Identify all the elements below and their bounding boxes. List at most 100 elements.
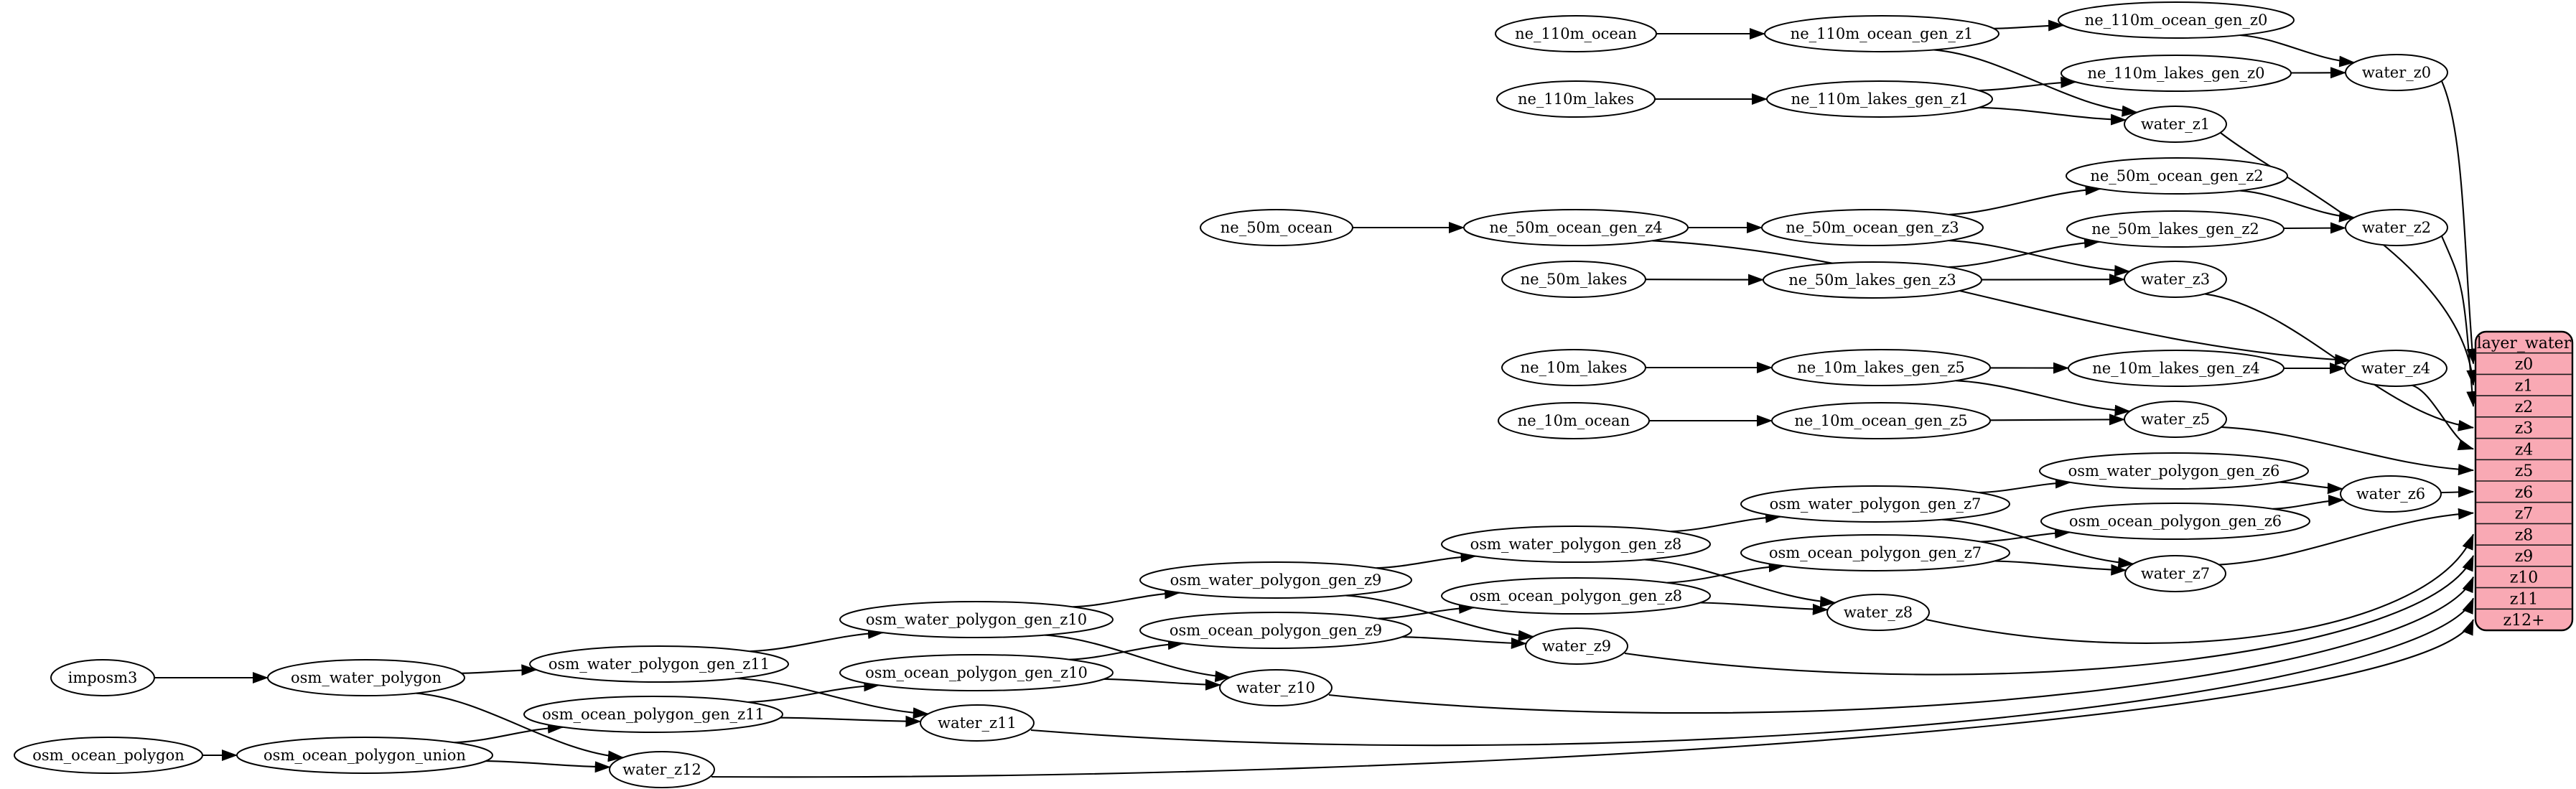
node-shape bbox=[1200, 209, 1353, 246]
edge-osm_ocean_polygon_gen_z9-to-osm_ocean_polygon_gen_z8 bbox=[1378, 602, 1475, 620]
node-shape bbox=[1495, 15, 1657, 52]
node-shape bbox=[236, 737, 493, 774]
edge-ne_110m_lakes_gen_z1-to-water_z1 bbox=[1979, 106, 2127, 126]
node-ne_50m_ocean_gen_z2: ne_50m_ocean_gen_z2 bbox=[2066, 157, 2288, 195]
node-label: osm_water_polygon bbox=[291, 669, 442, 686]
node-label: osm_water_polygon_gen_z7 bbox=[1770, 495, 1982, 513]
edge-water_z4-to-layer_water-z4 bbox=[2412, 384, 2474, 451]
node-osm_ocean_polygon_gen_z10: osm_ocean_polygon_gen_z10 bbox=[839, 654, 1114, 691]
node-osm_ocean_polygon_gen_z9: osm_ocean_polygon_gen_z9 bbox=[1139, 612, 1412, 649]
node-water_z3: water_z3 bbox=[2124, 261, 2227, 298]
node-label: water_z10 bbox=[1236, 679, 1315, 696]
edge-osm_water_polygon_gen_z7-to-water_z7 bbox=[1942, 518, 2134, 569]
node-label: water_z3 bbox=[2141, 271, 2210, 288]
node-shape bbox=[2068, 350, 2285, 387]
node-shape bbox=[1441, 577, 1711, 615]
node-ne_10m_lakes: ne_10m_lakes bbox=[1501, 349, 1646, 386]
edge-osm_water_polygon_gen_z10-to-osm_water_polygon_gen_z9 bbox=[1073, 587, 1181, 608]
node-ne_50m_ocean: ne_50m_ocean bbox=[1200, 209, 1353, 246]
node-shape bbox=[609, 751, 715, 788]
node-label: osm_water_polygon_gen_z9 bbox=[1170, 571, 1382, 589]
node-shape bbox=[1463, 209, 1689, 246]
node-label: water_z8 bbox=[1844, 604, 1913, 621]
edge-ne_50m_ocean_gen_z2-to-water_z2 bbox=[2239, 190, 2355, 223]
node-label: water_z1 bbox=[2141, 116, 2210, 133]
node-label: osm_ocean_polygon_union bbox=[263, 747, 466, 764]
node-shape bbox=[2039, 452, 2309, 490]
nodes-layer: ne_110m_oceanne_110m_lakesne_110m_ocean_… bbox=[14, 1, 2448, 788]
edge-ne_50m_ocean_gen_z3-to-ne_50m_ocean_gen_z2 bbox=[1949, 184, 2101, 215]
node-osm_water_polygon_gen_z9: osm_water_polygon_gen_z9 bbox=[1139, 561, 1412, 599]
node-shape bbox=[523, 696, 783, 733]
node-osm_water_polygon_gen_z10: osm_water_polygon_gen_z10 bbox=[839, 601, 1114, 638]
node-ne_50m_lakes_gen_z2: ne_50m_lakes_gen_z2 bbox=[2066, 210, 2285, 248]
node-shape bbox=[2124, 261, 2227, 298]
node-water_z2: water_z2 bbox=[2345, 209, 2448, 246]
table-cell-z8: z8 bbox=[2515, 526, 2534, 544]
table-cell-z3: z3 bbox=[2515, 420, 2534, 438]
node-water_z11: water_z11 bbox=[920, 704, 1035, 742]
node-osm_ocean_polygon_gen_z7: osm_ocean_polygon_gen_z7 bbox=[1740, 534, 2010, 571]
edge-osm_ocean_polygon_gen_z7-to-osm_ocean_polygon_gen_z6 bbox=[1980, 527, 2071, 543]
table-cell-z7: z7 bbox=[2515, 505, 2534, 523]
edge-water_z3-to-layer_water-z3 bbox=[2204, 293, 2474, 431]
node-shape bbox=[1496, 80, 1656, 118]
node-label: water_z11 bbox=[938, 714, 1017, 732]
node-imposm3: imposm3 bbox=[50, 659, 155, 696]
node-shape bbox=[1219, 669, 1333, 706]
node-shape bbox=[50, 659, 155, 696]
node-label: water_z0 bbox=[2362, 64, 2431, 81]
node-ne_10m_ocean_gen_z5: ne_10m_ocean_gen_z5 bbox=[1771, 402, 1991, 439]
node-water_z9: water_z9 bbox=[1525, 627, 1628, 665]
node-label: osm_ocean_polygon bbox=[32, 747, 185, 764]
node-osm_water_polygon_gen_z7: osm_water_polygon_gen_z7 bbox=[1740, 485, 2010, 523]
node-label: water_z4 bbox=[2361, 360, 2430, 377]
node-osm_ocean_polygon_gen_z8: osm_ocean_polygon_gen_z8 bbox=[1441, 577, 1711, 615]
node-water_z8: water_z8 bbox=[1826, 594, 1930, 631]
node-shape bbox=[1498, 402, 1650, 439]
edge-osm_ocean_polygon_gen_z9-to-water_z9 bbox=[1401, 636, 1527, 649]
node-label: osm_ocean_polygon_gen_z11 bbox=[542, 706, 765, 723]
node-shape bbox=[1501, 349, 1646, 386]
node-label: ne_110m_ocean_gen_z1 bbox=[1791, 25, 1974, 42]
node-ne_50m_lakes_gen_z3: ne_50m_lakes_gen_z3 bbox=[1763, 261, 1982, 299]
table-cell-z5: z5 bbox=[2515, 462, 2534, 480]
node-shape bbox=[2344, 350, 2447, 387]
edge-osm_ocean_polygon_gen_z11-to-osm_ocean_polygon_gen_z10 bbox=[747, 680, 880, 704]
node-shape bbox=[2061, 55, 2292, 92]
table-cell-z1: z1 bbox=[2515, 377, 2534, 395]
node-label: imposm3 bbox=[68, 669, 138, 686]
node-label: osm_water_polygon_gen_z6 bbox=[2068, 462, 2280, 480]
node-water_z7: water_z7 bbox=[2124, 555, 2226, 592]
node-label: osm_ocean_polygon_gen_z8 bbox=[1470, 587, 1682, 604]
edge-osm_water_polygon_gen_z9-to-osm_water_polygon_gen_z8 bbox=[1376, 551, 1477, 569]
node-water_z4: water_z4 bbox=[2344, 350, 2447, 387]
node-water_z10: water_z10 bbox=[1219, 669, 1333, 706]
edge-ne_50m_lakes_gen_z3-to-ne_50m_lakes_gen_z2 bbox=[1949, 236, 2101, 269]
edge-osm_water_polygon_gen_z6-to-water_z6 bbox=[2279, 481, 2343, 495]
node-shape bbox=[2124, 555, 2226, 592]
edge-osm_ocean_polygon_gen_z7-to-water_z7 bbox=[1994, 560, 2127, 576]
edge-osm_water_polygon_gen_z11-to-water_z11 bbox=[736, 677, 929, 719]
node-label: ne_50m_ocean_gen_z2 bbox=[2090, 167, 2263, 185]
node-shape bbox=[529, 645, 789, 683]
node-ne_110m_ocean_gen_z1: ne_110m_ocean_gen_z1 bbox=[1764, 15, 1999, 52]
edge-osm_water_polygon-to-osm_water_polygon_gen_z11 bbox=[461, 664, 538, 676]
table-layer_water: layer_waterz0z1z2z3z4z5z6z7z8z9z10z11z12… bbox=[2474, 330, 2574, 632]
node-ne_50m_ocean_gen_z3: ne_50m_ocean_gen_z3 bbox=[1761, 209, 1984, 246]
node-shape bbox=[1763, 261, 1982, 299]
node-osm_ocean_polygon_gen_z6: osm_ocean_polygon_gen_z6 bbox=[2040, 503, 2310, 540]
edge-water_z5-to-layer_water-z5 bbox=[2221, 426, 2474, 476]
edge-osm_ocean_polygon_gen_z11-to-water_z11 bbox=[780, 715, 922, 727]
table-cell-z9: z9 bbox=[2515, 548, 2534, 566]
edge-water_z8-to-layer_water-z8 bbox=[1926, 533, 2474, 645]
node-shape bbox=[920, 704, 1035, 742]
edge-osm_water_polygon_gen_z7-to-osm_water_polygon_gen_z6 bbox=[1979, 477, 2071, 494]
node-label: ne_50m_lakes_gen_z3 bbox=[1788, 271, 1956, 289]
node-label: ne_10m_ocean bbox=[1518, 412, 1630, 429]
node-label: ne_50m_ocean bbox=[1221, 219, 1333, 236]
node-label: ne_10m_lakes bbox=[1521, 359, 1628, 376]
node-label: osm_water_polygon_gen_z10 bbox=[866, 611, 1087, 628]
